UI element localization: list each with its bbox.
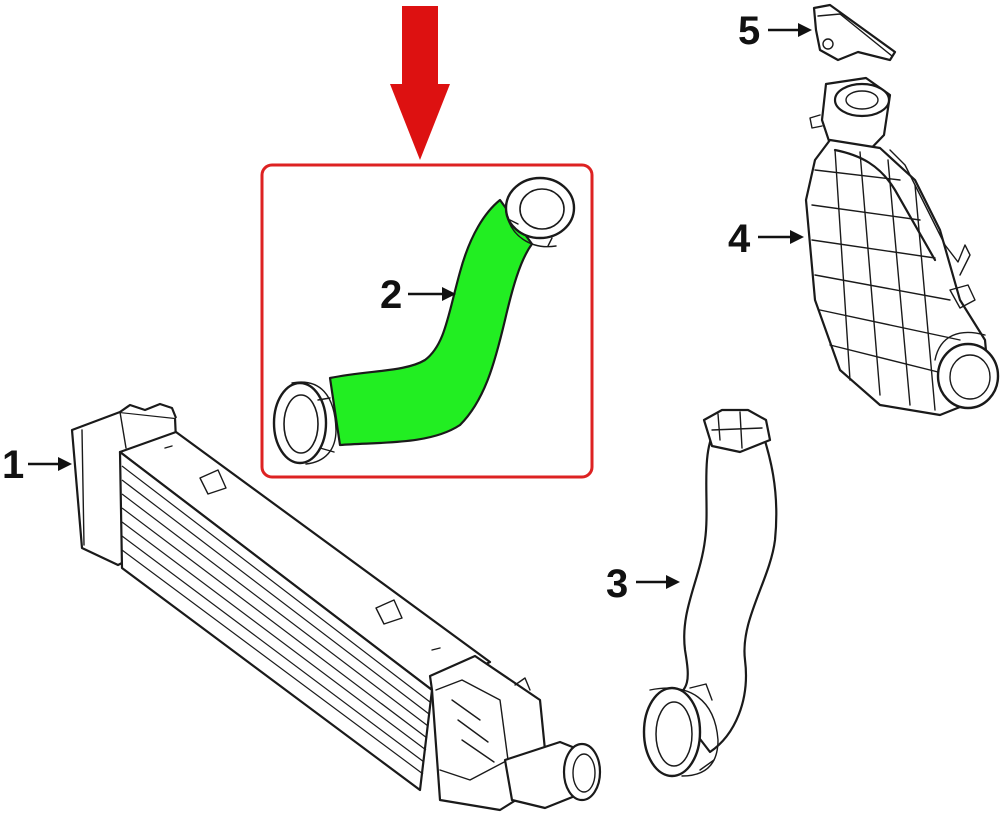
callout-4: 4 xyxy=(728,217,804,261)
part-4-intake-duct xyxy=(804,76,1000,417)
callout-1: 1 xyxy=(2,443,72,487)
callout-1-arrowhead xyxy=(58,457,72,471)
callout-4-label: 4 xyxy=(728,217,751,261)
red-indicator-arrow xyxy=(390,6,450,160)
part-5-bracket xyxy=(812,3,897,62)
callout-3-label: 3 xyxy=(606,562,628,606)
callout-5-arrowhead xyxy=(798,23,812,37)
highlight-frame xyxy=(260,163,594,479)
callout-5: 5 xyxy=(738,9,812,53)
part-3-hose xyxy=(642,408,778,778)
callout-2: 2 xyxy=(380,273,456,317)
part-2-hose xyxy=(272,176,576,465)
callout-4-arrowhead xyxy=(790,230,804,244)
callout-3-arrowhead xyxy=(666,575,680,589)
callout-1-label: 1 xyxy=(2,443,24,487)
callout-2-arrowhead xyxy=(442,287,456,301)
part-1-intercooler xyxy=(70,402,602,812)
intercooler-fins xyxy=(121,465,431,775)
callout-5-label: 5 xyxy=(738,9,760,53)
callout-2-label: 2 xyxy=(380,273,402,317)
callout-3: 3 xyxy=(606,562,680,606)
